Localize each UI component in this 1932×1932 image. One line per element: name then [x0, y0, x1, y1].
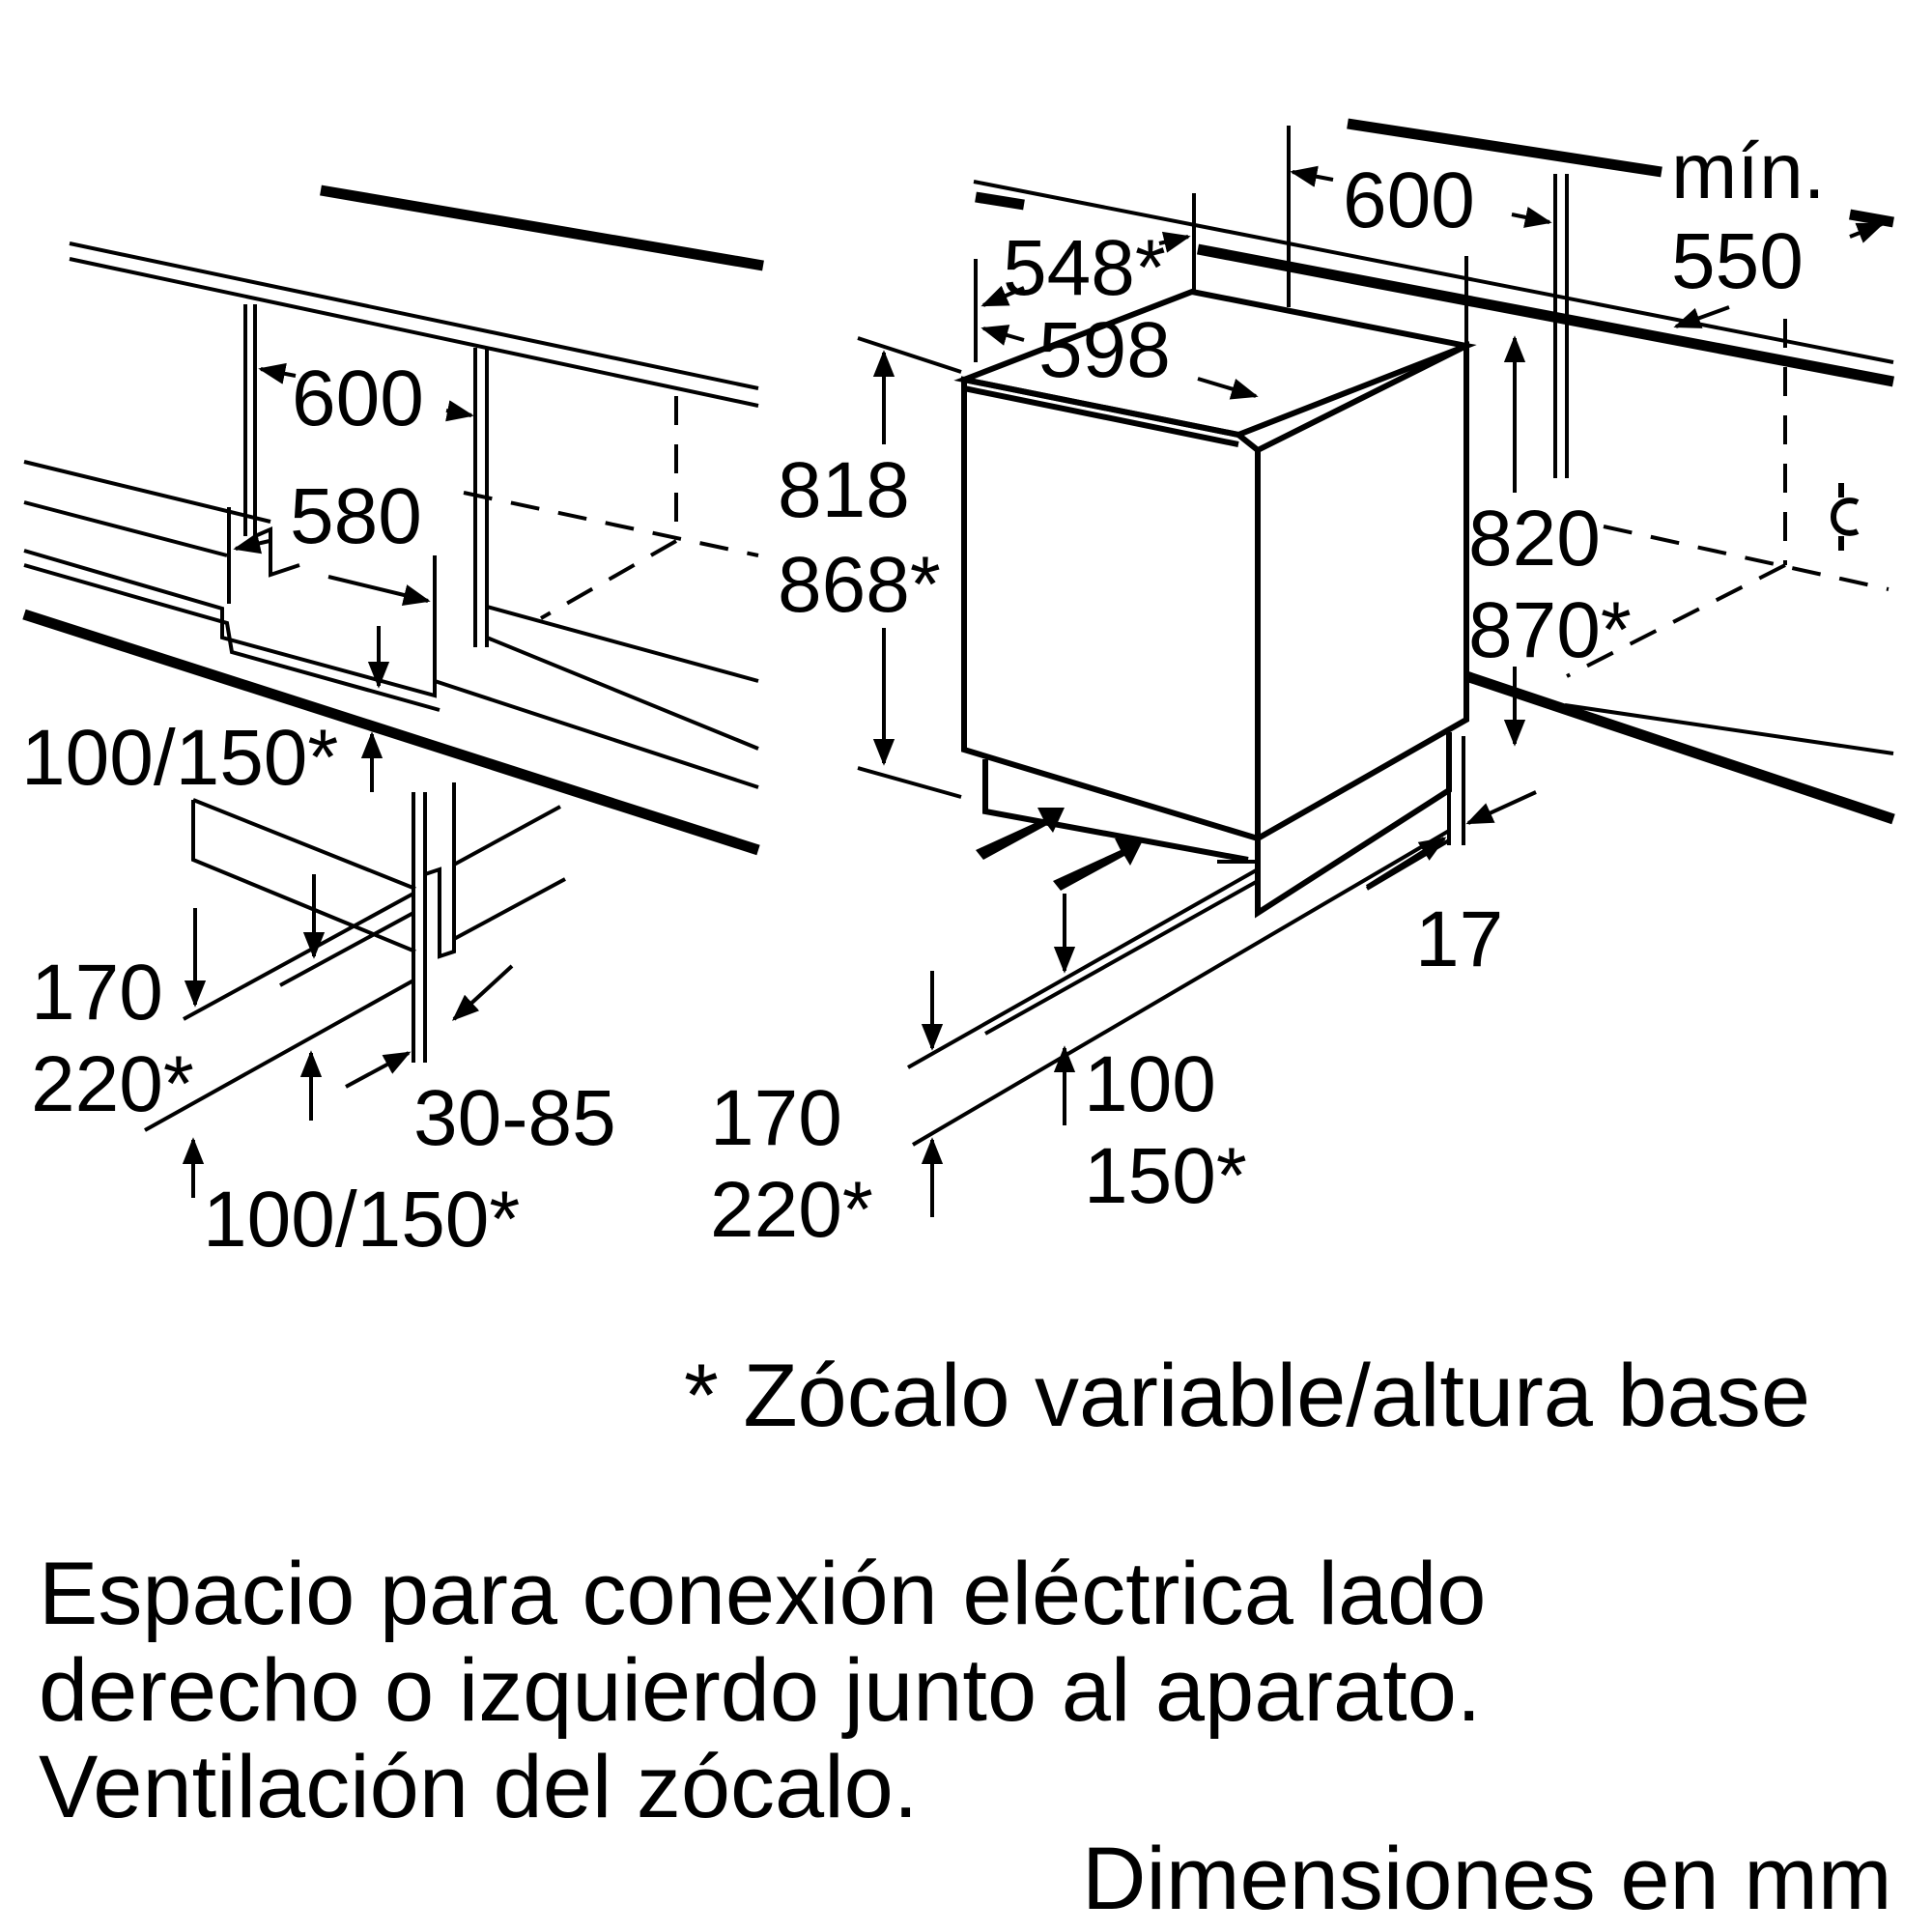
right-min-label: mín.	[1671, 128, 1825, 215]
right-width-598-label: 598	[1038, 306, 1171, 394]
right-min-550-label: 550	[1671, 217, 1804, 305]
right-plinth-100-label: 100	[1084, 1040, 1216, 1128]
left-plinth-100-150-bottom-label: 100/150*	[203, 1176, 520, 1264]
left-plinth-100-150-label: 100/150*	[21, 714, 338, 802]
left-width-600-label: 600	[292, 355, 424, 442]
right-niche-870-label: 870*	[1468, 586, 1632, 674]
right-niche-820-label: 820	[1468, 495, 1601, 582]
right-height-818-label: 818	[778, 446, 910, 534]
left-plinth-220-label: 220*	[31, 1040, 194, 1128]
right-plinth-220-label: 220*	[710, 1166, 873, 1254]
right-appliance-view: 548* 598 600 mín. 550 818 868* 820 870* …	[710, 118, 1895, 1254]
right-width-600-label: 600	[1343, 156, 1475, 244]
right-gap-17-label: 17	[1415, 895, 1503, 983]
left-plinth-170-label: 170	[31, 949, 163, 1037]
right-depth-548-label: 548*	[1003, 224, 1166, 312]
left-plinth-depth-label: 30-85	[413, 1074, 616, 1162]
left-niche-view: 600 580 100/150* 170 220* 30-85	[21, 185, 764, 1264]
right-height-868-label: 868*	[778, 541, 941, 629]
right-plinth-170-label: 170	[710, 1074, 842, 1162]
right-plinth-150-label: 150*	[1084, 1132, 1247, 1220]
left-depth-580-label: 580	[290, 472, 422, 560]
